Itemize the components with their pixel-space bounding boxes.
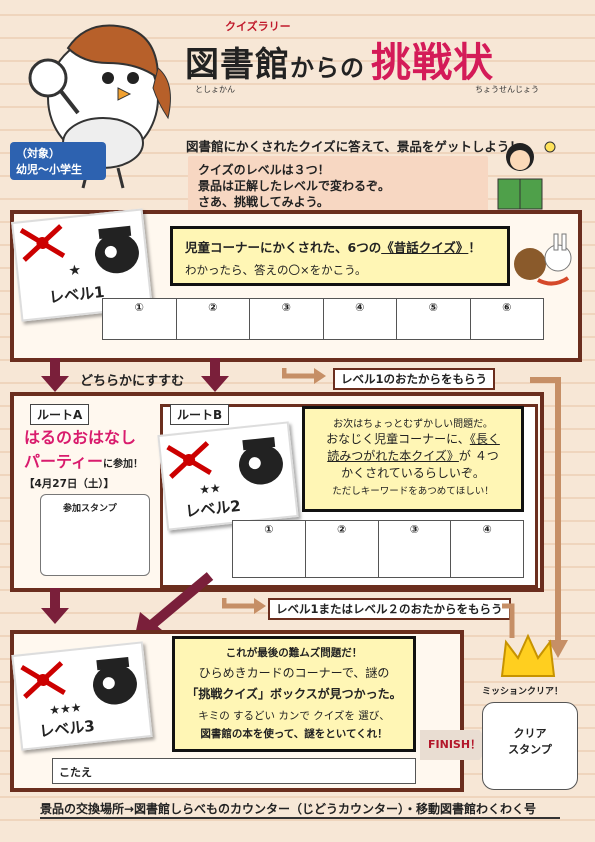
- route-a-tag: ルートA: [30, 404, 90, 425]
- target-label: （対象）: [16, 147, 60, 160]
- answer-cell[interactable]: ②: [177, 299, 250, 339]
- ribbon-icon: [20, 661, 66, 699]
- ribbon-icon: [166, 441, 212, 479]
- level3-label: レベル3: [38, 716, 96, 741]
- level-info-line3: さあ、挑戦してみよう。: [198, 195, 329, 209]
- mole-detective-icon: [92, 656, 137, 705]
- level3-text5: 図書館の本を使って、謎をといてくれ！: [200, 728, 388, 740]
- arrow-right-icon: [281, 366, 328, 390]
- arrow-down-route-a-icon: [41, 608, 69, 624]
- answer-cell[interactable]: ②: [306, 521, 379, 577]
- level2-text3: 読みつがれた本クイズ》が ４つ: [327, 449, 499, 463]
- level2-text1: お次はちょっとむずかしい問題だ。: [333, 419, 493, 430]
- level-info-line2: 景品は正解したレベルで変わるぞ。: [198, 179, 391, 193]
- clear-stamp-line2: スタンプ: [508, 743, 552, 756]
- event-line2: パーティー: [24, 452, 104, 471]
- intro-text: 図書館にかくされたクイズに答えて、景品をゲットしよう！: [186, 139, 522, 154]
- level2-question-box: お次はちょっとむずかしい問題だ。 おなじく児童コーナーに、《長く 読みつがれた本…: [302, 406, 524, 512]
- level2-text2: おなじく児童コーナーに、《長く: [326, 432, 500, 446]
- target-value: 幼児～小学生: [16, 163, 82, 176]
- mission-clear-label: ミッションクリア！: [482, 687, 564, 697]
- answer-label: こたえ: [59, 766, 92, 779]
- return-arrow-icon: [528, 372, 578, 666]
- mole-detective-icon: [238, 436, 283, 485]
- answer-cell[interactable]: ④: [482, 523, 492, 536]
- arrow-down-left-shaft: [50, 358, 60, 378]
- level-info-line1: クイズのレベルは３つ！: [198, 163, 330, 177]
- clear-stamp-line1: クリア: [513, 727, 547, 740]
- level2-stars: ★★: [198, 480, 222, 498]
- level3-question-box: これが最後の難ムズ問題だ！ ひらめきカードのコーナーで、謎の 「挑戦クイズ」ボッ…: [172, 636, 416, 752]
- target-audience-badge: （対象） 幼児～小学生: [10, 142, 106, 180]
- level3-card: ★★★ レベル3: [11, 641, 153, 751]
- level3-text2: ひらめきカードのコーナーで、謎の: [198, 666, 390, 680]
- level-info-box: クイズのレベルは３つ！ 景品は正解したレベルで変わるぞ。 さあ、挑戦してみよう。: [188, 156, 488, 214]
- ruby-library: としょかん: [195, 85, 235, 94]
- level2-text5: ただしキーワードをあつめてほしい！: [332, 486, 494, 497]
- ruby-challenge: ちょうせんじょう: [475, 85, 539, 94]
- arrow-down-right-icon: [201, 376, 229, 392]
- level1-reward-notice: レベル1のおたからをもらう: [333, 368, 496, 390]
- answer-cell[interactable]: ⑤: [397, 299, 471, 339]
- event-line3: に参加！: [103, 459, 144, 470]
- answer-field[interactable]: こたえ: [52, 758, 416, 784]
- level1-card: ★ レベル1: [11, 208, 153, 322]
- route-b-tag: ルートB: [170, 404, 230, 425]
- level2-reward-notice: レベル1またはレベル２のおたからをもらう: [268, 598, 511, 620]
- level3-text1: これが最後の難ムズ問題だ！: [225, 647, 363, 659]
- level2-card: ★★ レベル2: [157, 421, 299, 531]
- arrow-down-left-icon: [41, 376, 69, 392]
- level1-text2: わかったら、答えの〇×をかこう。: [185, 263, 367, 277]
- title-kanji: 図書館: [185, 45, 290, 85]
- reading-girl-illustration: [480, 135, 560, 215]
- title-kana: からの: [290, 54, 365, 82]
- finish-arrow: FINISH！: [420, 730, 490, 760]
- level3-stars: ★★★: [48, 700, 83, 718]
- level2-answer-grid: ① ② ③ ④: [232, 520, 524, 578]
- level2-label: レベル2: [184, 496, 242, 521]
- title-red: 挑戦状: [371, 40, 494, 86]
- title-block: クイズラリー 図書館からの挑戦状 としょかん ちょうせんじょう: [185, 18, 555, 108]
- level2-text4: かくされているらしいぞ。: [341, 466, 485, 480]
- character-tanuki-rabbit: [508, 230, 578, 290]
- route-a-event: はるのおはなし パーティーに参加！ 【4月27日（土）】: [24, 424, 154, 491]
- page-title: 図書館からの挑戦状: [185, 30, 494, 88]
- answer-cell[interactable]: ①: [103, 299, 177, 339]
- return-arrow2-icon: [500, 598, 530, 652]
- level3-text3: 「挑戦クイズ」ボックスが見つかった。: [186, 687, 402, 701]
- participation-stamp-label: 参加スタンプ: [63, 504, 117, 514]
- event-line2-wrap: パーティーに参加！: [24, 448, 154, 472]
- level1-label: レベル1: [48, 282, 106, 307]
- ribbon-icon: [19, 224, 66, 262]
- level1-answer-grid: ① ② ③ ④ ⑤ ⑥: [102, 298, 544, 340]
- level1-question-box: 児童コーナーにかくされた、6つの《昔話クイズ》！ わかったら、答えの〇×をかこう…: [170, 226, 510, 286]
- event-line1: はるのおはなし: [24, 428, 137, 447]
- footer-exchange-location: 景品の交換場所→図書館しらべものカウンター（じどうカウンター）・移動図書館わくわ…: [40, 800, 560, 819]
- event-date: 【4月27日（土）】: [24, 478, 115, 490]
- answer-cell[interactable]: ④: [324, 299, 397, 339]
- arrow-down-right-shaft: [210, 358, 220, 378]
- level1-stars: ★: [67, 262, 82, 280]
- participation-stamp-box[interactable]: 参加スタンプ: [40, 494, 150, 576]
- quiz-rally-label: クイズラリー: [225, 20, 291, 33]
- crown-icon: [498, 632, 558, 684]
- arrow-right-icon: [221, 596, 268, 620]
- level1-text1: 児童コーナーにかくされた、6つの《昔話クイズ》！: [185, 240, 481, 255]
- choose-label: どちらかにすすむ: [80, 374, 185, 389]
- answer-cell[interactable]: ③: [379, 521, 452, 577]
- arrow-down-route-a-shaft: [50, 588, 60, 610]
- level3-text4: キミの するどい カンで クイズを 選び、: [198, 710, 390, 722]
- answer-cell[interactable]: ③: [250, 299, 324, 339]
- answer-cell[interactable]: ⑥: [502, 301, 512, 314]
- clear-stamp-box[interactable]: クリア スタンプ: [482, 702, 578, 790]
- mole-detective-icon: [94, 225, 139, 274]
- answer-cell[interactable]: ①: [233, 521, 306, 577]
